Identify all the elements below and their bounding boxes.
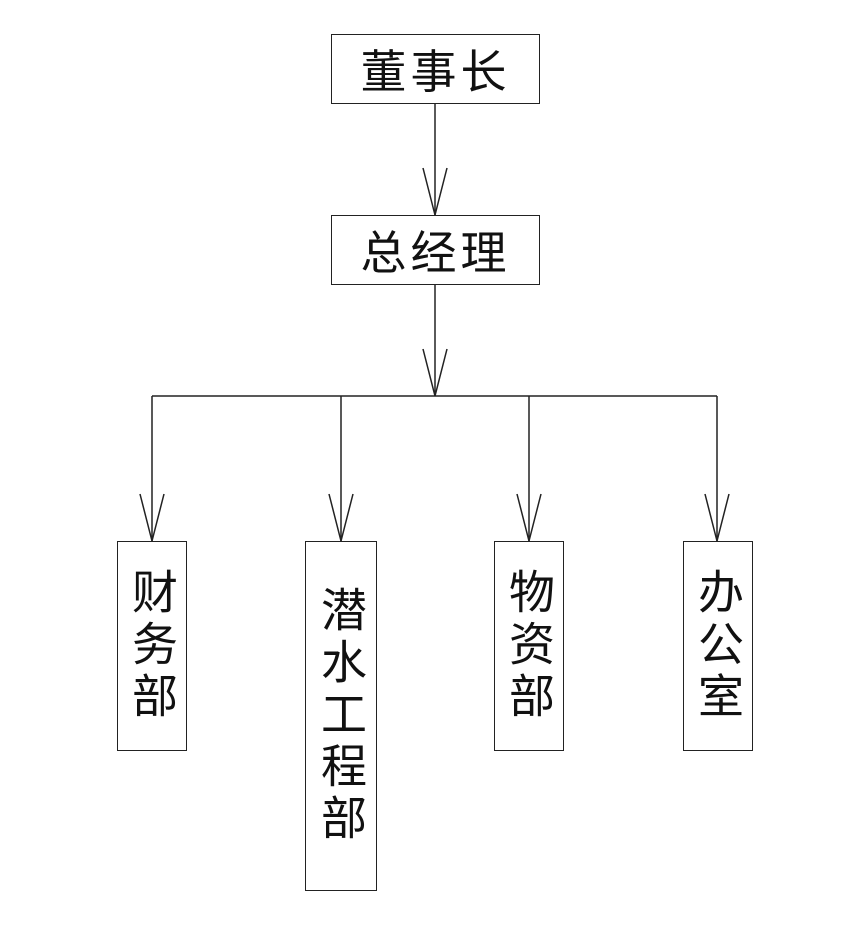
node-general-manager: 总经理	[331, 215, 540, 285]
node-office: 办公室	[683, 541, 753, 751]
node-general-manager-label: 总经理	[360, 226, 511, 280]
node-materials-department: 物资部	[494, 541, 564, 751]
node-finance-department-label: 财务部	[125, 568, 179, 724]
node-finance-department: 财务部	[117, 541, 187, 751]
node-chairman-label: 董事长	[360, 45, 511, 99]
node-diving-engineering-department: 潜水工程部	[305, 541, 377, 891]
node-chairman: 董事长	[331, 34, 540, 104]
node-office-label: 办公室	[691, 568, 745, 724]
node-diving-engineering-department-label: 潜水工程部	[314, 586, 368, 846]
node-materials-department-label: 物资部	[502, 568, 556, 724]
